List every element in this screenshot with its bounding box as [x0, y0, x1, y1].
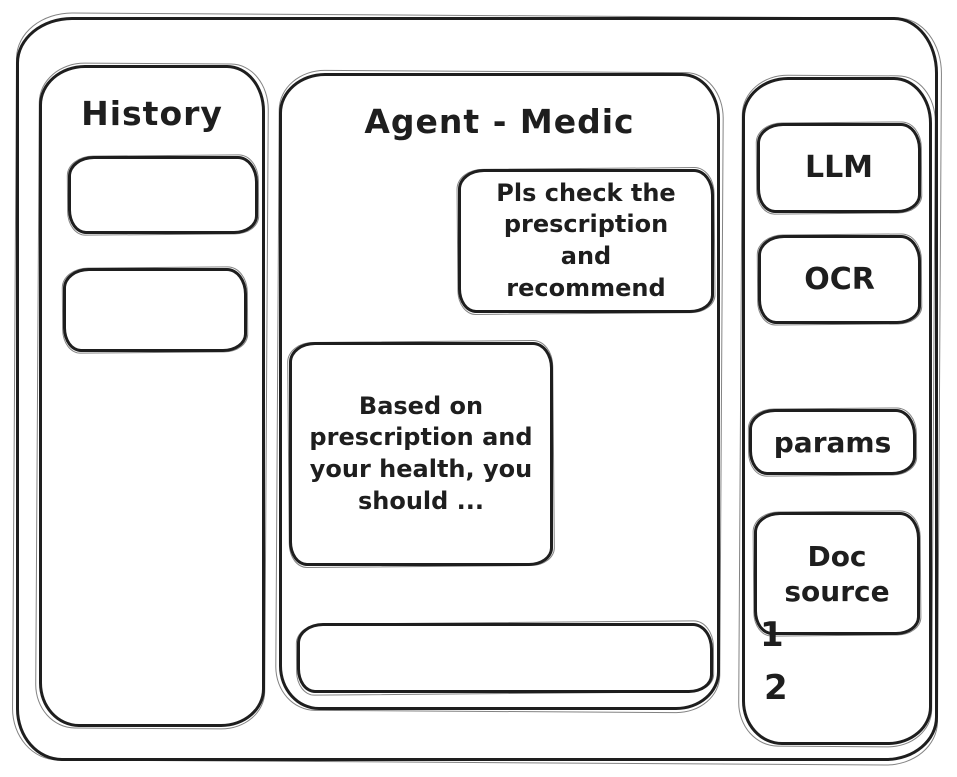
params-button-label: params: [773, 425, 892, 459]
chat-panel: Agent - Medic Pls check the prescription…: [279, 73, 720, 710]
ocr-button-label: OCR: [804, 261, 875, 297]
doc-source-button-label: Doc source: [784, 539, 890, 608]
doc-source-button[interactable]: Doc source: [754, 512, 920, 635]
user-message-bubble: Pls check the prescription and recommend: [458, 169, 714, 313]
tools-panel: LLM OCR params Doc source 1 2: [742, 77, 932, 745]
params-button[interactable]: params: [749, 409, 916, 475]
history-item-2[interactable]: [63, 268, 247, 352]
llm-button[interactable]: LLM: [757, 123, 921, 213]
agent-message-text: Based on prescription and your health, y…: [309, 391, 533, 515]
message-input-container: [297, 623, 713, 693]
message-input[interactable]: [310, 630, 700, 686]
doc-source-item-2[interactable]: 2: [764, 668, 788, 708]
ocr-button[interactable]: OCR: [758, 235, 921, 324]
history-title: History: [81, 94, 223, 133]
doc-source-item-1[interactable]: 1: [760, 615, 784, 655]
chat-title: Agent - Medic: [364, 102, 635, 141]
agent-message-bubble: Based on prescription and your health, y…: [289, 342, 553, 566]
history-item-1[interactable]: [68, 156, 258, 234]
history-panel: History: [39, 65, 265, 727]
llm-button-label: LLM: [804, 150, 874, 186]
outer-frame: History Agent - Medic Pls check the pres…: [16, 17, 938, 761]
user-message-text: Pls check the prescription and recommend: [496, 178, 676, 302]
